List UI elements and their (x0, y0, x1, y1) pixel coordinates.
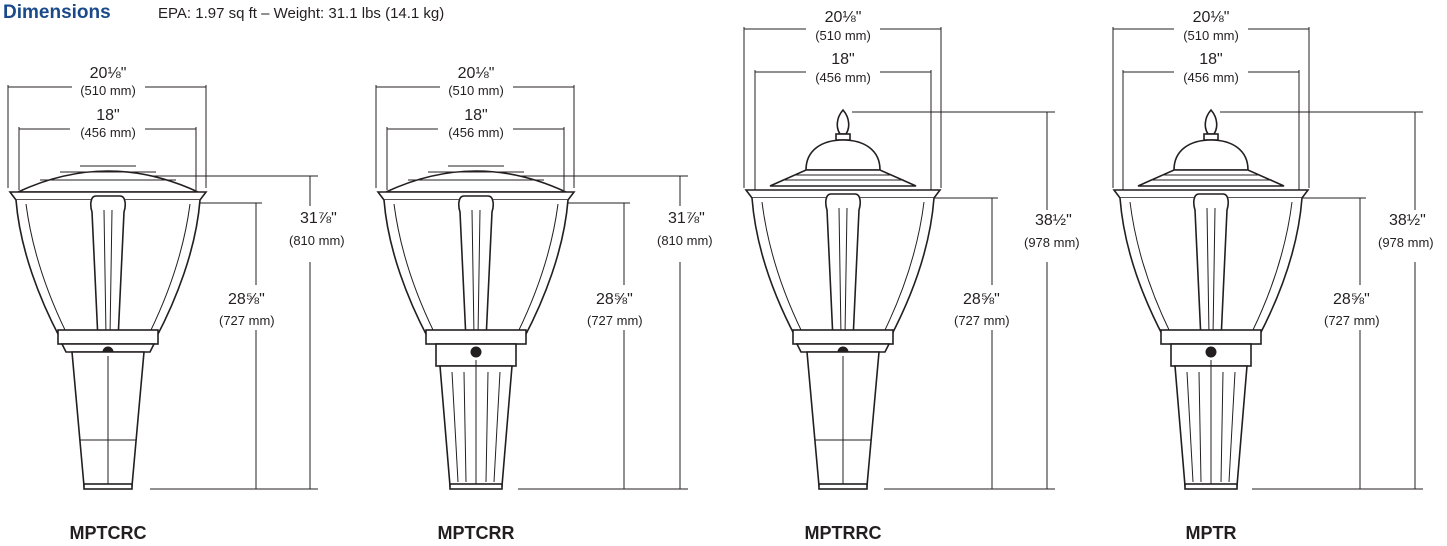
model-name: MPTCRR (438, 523, 515, 543)
inner-width-in: 18" (831, 51, 854, 68)
inner-width-in: 18" (1199, 51, 1222, 68)
overall-width-in: 20⅛" (90, 65, 127, 82)
body-height-in: 28⅝" (1333, 291, 1370, 308)
lamp-drawing (1112, 108, 1310, 490)
total-height-in: 38½" (1389, 212, 1426, 229)
total-height-mm: (978 mm) (1024, 235, 1080, 250)
inner-width-mm: (456 mm) (80, 125, 136, 140)
fixture-mptrrc: 20⅛" (510 mm) 18" (456 mm) 38½" (978 mm)… (743, 9, 1080, 543)
body-height-in: 28⅝" (228, 291, 265, 308)
overall-width-in: 20⅛" (1193, 9, 1230, 26)
model-name: MPTCRC (70, 523, 147, 543)
total-height-mm: (810 mm) (289, 233, 345, 248)
body-height-mm: (727 mm) (954, 313, 1010, 328)
lamp-drawing (8, 165, 208, 490)
overall-width-mm: (510 mm) (80, 83, 136, 98)
inner-width-mm: (456 mm) (815, 70, 871, 85)
model-name: MPTR (1186, 523, 1237, 543)
overall-width-mm: (510 mm) (1183, 28, 1239, 43)
lamp-drawing (376, 165, 576, 490)
fixture-mptcrc: 20⅛" (510 mm) 18" (456 mm) 31⅞" (810 mm)… (7, 65, 345, 543)
inner-width-in: 18" (464, 107, 487, 124)
inner-width-mm: (456 mm) (448, 125, 504, 140)
total-height-in: 38½" (1035, 212, 1072, 229)
total-height-in: 31⅞" (668, 210, 705, 227)
body-height-in: 28⅝" (963, 291, 1000, 308)
overall-width-mm: (510 mm) (815, 28, 871, 43)
body-height-mm: (727 mm) (1324, 313, 1380, 328)
model-name: MPTRRC (805, 523, 882, 543)
body-height-mm: (727 mm) (587, 313, 643, 328)
total-height-mm: (978 mm) (1378, 235, 1434, 250)
overall-width-in: 20⅛" (458, 65, 495, 82)
overall-width-in: 20⅛" (825, 9, 862, 26)
fixture-mptr: 20⅛" (510 mm) 18" (456 mm) 38½" (978 mm)… (1112, 9, 1434, 543)
inner-width-mm: (456 mm) (1183, 70, 1239, 85)
total-height-in: 31⅞" (300, 210, 337, 227)
fixture-mptcrr: 20⅛" (510 mm) 18" (456 mm) 31⅞" (810 mm)… (375, 65, 713, 543)
lamp-drawing (744, 108, 942, 490)
body-height-mm: (727 mm) (219, 313, 275, 328)
section-title: Dimensions (3, 2, 111, 23)
epa-weight-spec: EPA: 1.97 sq ft – Weight: 31.1 lbs (14.1… (158, 5, 445, 22)
body-height-in: 28⅝" (596, 291, 633, 308)
overall-width-mm: (510 mm) (448, 83, 504, 98)
total-height-mm: (810 mm) (657, 233, 713, 248)
inner-width-in: 18" (96, 107, 119, 124)
